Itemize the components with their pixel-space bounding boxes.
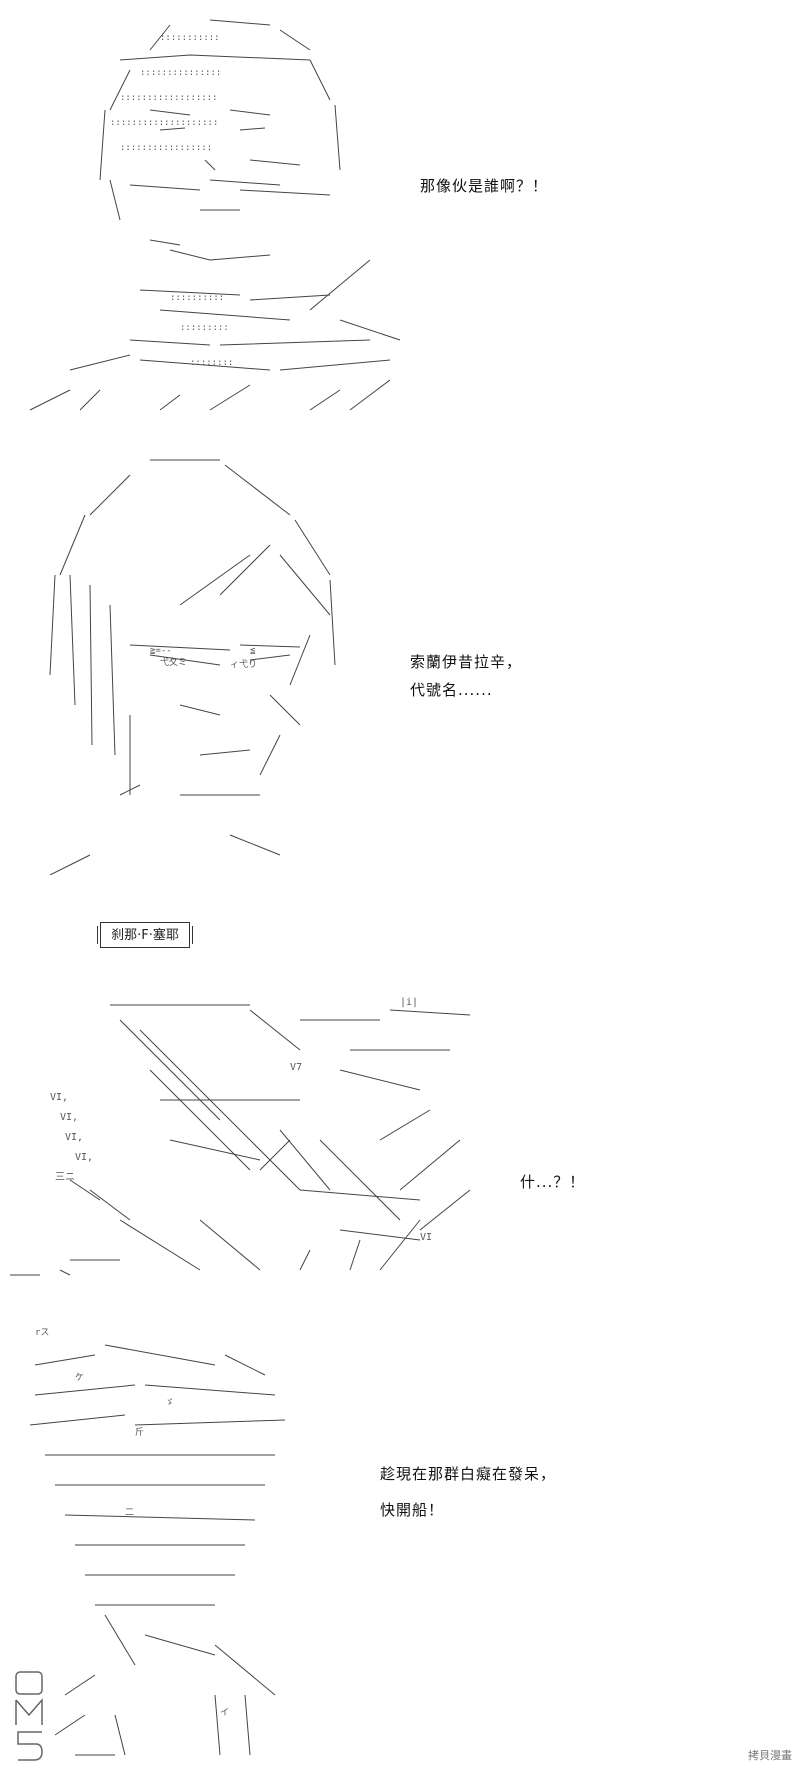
svg-text:三ニ: 三ニ <box>55 1172 75 1183</box>
caption-panel-2: 索蘭伊昔拉辛， 代號名...... <box>410 648 522 704</box>
svg-text:VI,: VI, <box>50 1092 68 1103</box>
ascii-art-figure-4-drawing: rス ケ ゞ 斤 二 イ <box>29 1328 286 1756</box>
ascii-art-action-3: VI, VI, VI, VI, 三ニ V7 VI |i| <box>0 990 480 1290</box>
svg-text:::::::::::::::::::::: :::::::::::::::::::: <box>110 118 218 128</box>
ascii-art-figure-4: rス ケ ゞ 斤 二 イ <box>15 1315 305 1765</box>
ascii-art-face-2-drawing: ≧=-- ≦ 弋攵ミ ィ弋り <box>49 459 336 875</box>
svg-text:VI,: VI, <box>75 1152 93 1163</box>
svg-text:ケ: ケ <box>75 1372 84 1383</box>
caption-line: 索蘭伊昔拉辛， <box>410 653 523 671</box>
svg-text:≧=--: ≧=-- <box>150 646 172 656</box>
ascii-art-face-1-drawing: ::::::::::: ::::::::::::::: ::::::::::::… <box>29 19 401 411</box>
caption-line: 快開船！ <box>380 1501 445 1519</box>
caption-line: 趁現在那群白癡在發呆， <box>380 1465 557 1483</box>
svg-text:弋攵ミ: 弋攵ミ <box>160 656 187 668</box>
svg-text:|i|: |i| <box>400 997 418 1008</box>
svg-text:VI: VI <box>420 1232 432 1243</box>
watermark: 拷貝漫畫 <box>748 1749 792 1762</box>
svg-text:VI,: VI, <box>65 1132 83 1143</box>
ascii-art-face-2: ≧=-- ≦ 弋攵ミ ィ弋り <box>30 455 360 875</box>
svg-text:斤: 斤 <box>135 1427 144 1438</box>
svg-text:rス: rス <box>35 1328 49 1338</box>
svg-text:イ: イ <box>220 1708 229 1718</box>
svg-text::::::::::: ::::::::: <box>180 323 229 333</box>
svg-text:ィ弋り: ィ弋り <box>230 658 257 670</box>
svg-text:ゞ: ゞ <box>165 1398 174 1408</box>
svg-text:::::::::::: :::::::::: <box>170 293 224 303</box>
caption-panel-4: 趁現在那群白癡在發呆， 快開船！ <box>380 1460 556 1524</box>
caption-line: 代號名...... <box>410 681 493 699</box>
name-tag: 刹那·F·塞耶 <box>97 922 193 948</box>
svg-text:::::::::: :::::::: <box>190 358 233 368</box>
svg-text::::::::::::::::: ::::::::::::::: <box>140 68 221 78</box>
svg-text:::::::::::::::::::: :::::::::::::::::: <box>120 93 218 103</box>
ascii-art-action-3-drawing: VI, VI, VI, VI, 三ニ V7 VI |i| <box>10 997 471 1276</box>
caption-panel-3: 什...？！ <box>520 1168 585 1196</box>
svg-text:V7: V7 <box>290 1062 302 1073</box>
svg-text::::::::::::::::::: ::::::::::::::::: <box>120 143 212 153</box>
caption-line: 那像伙是誰啊？！ <box>420 177 549 195</box>
dm5-logo-mark <box>15 1671 43 1761</box>
svg-text:VI,: VI, <box>60 1112 78 1123</box>
caption-line: 什...？！ <box>520 1173 586 1191</box>
svg-text::::::::::::: ::::::::::: <box>160 33 220 43</box>
svg-text:≦: ≦ <box>250 646 256 656</box>
dm5-logo <box>10 1670 50 1765</box>
ascii-art-face-1: ::::::::::: ::::::::::::::: ::::::::::::… <box>10 10 430 430</box>
caption-panel-1: 那像伙是誰啊？！ <box>420 172 548 200</box>
svg-text:二: 二 <box>125 1508 134 1518</box>
